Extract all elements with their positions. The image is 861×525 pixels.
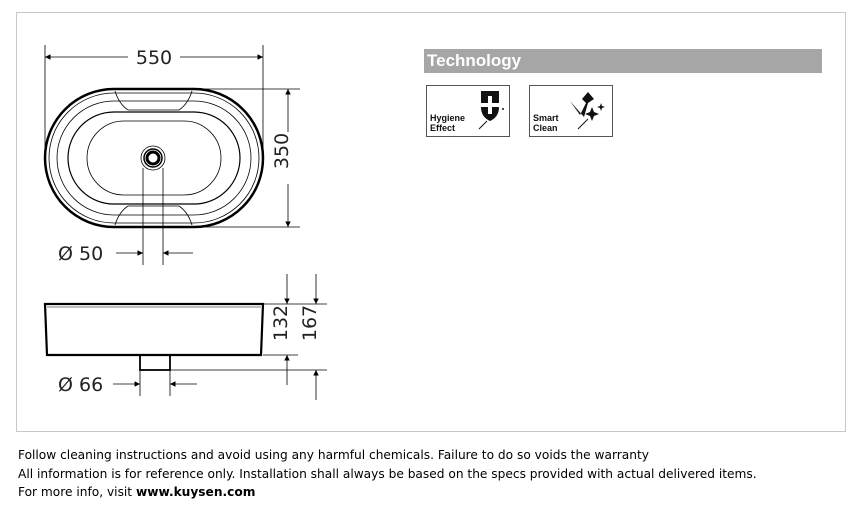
total-height: 167 bbox=[299, 305, 321, 341]
basin-side-view bbox=[43, 302, 265, 371]
drawing-frame bbox=[16, 12, 846, 432]
badge-label-line2: Clean bbox=[533, 123, 558, 133]
footer-more-info-text: For more info, visit bbox=[18, 485, 136, 499]
footer-cleaning-note: Follow cleaning instructions and avoid u… bbox=[18, 448, 649, 462]
sparkle-clean-icon bbox=[570, 92, 605, 130]
footer-more-info: For more info, visit www.kuysen.com bbox=[18, 483, 757, 502]
bowl-height: 132 bbox=[270, 305, 292, 341]
width-dimension: 550 bbox=[136, 47, 172, 69]
footer-reference-note: All information is for reference only. I… bbox=[18, 466, 757, 481]
shield-plus-icon bbox=[478, 91, 504, 130]
drain-diameter: Ø 50 bbox=[58, 243, 103, 265]
badge-label-line1: Smart bbox=[533, 113, 559, 123]
website-link[interactable]: www.kuysen.com bbox=[135, 485, 256, 499]
basin-top-view bbox=[43, 87, 265, 229]
drain-outer bbox=[140, 145, 166, 171]
footer-notes: Follow cleaning instructions and avoid u… bbox=[18, 446, 757, 502]
technical-drawing: 550 350 Ø 50 132 167 Ø 66 bbox=[43, 45, 327, 400]
depth-dimension: 350 bbox=[271, 133, 293, 169]
badge-label-line1: Hygiene bbox=[430, 113, 466, 123]
badge-label-line2: Effect bbox=[430, 123, 456, 133]
waste-outlet bbox=[139, 354, 171, 371]
waste-diameter: Ø 66 bbox=[58, 374, 103, 396]
technology-header: Technology bbox=[424, 49, 822, 73]
